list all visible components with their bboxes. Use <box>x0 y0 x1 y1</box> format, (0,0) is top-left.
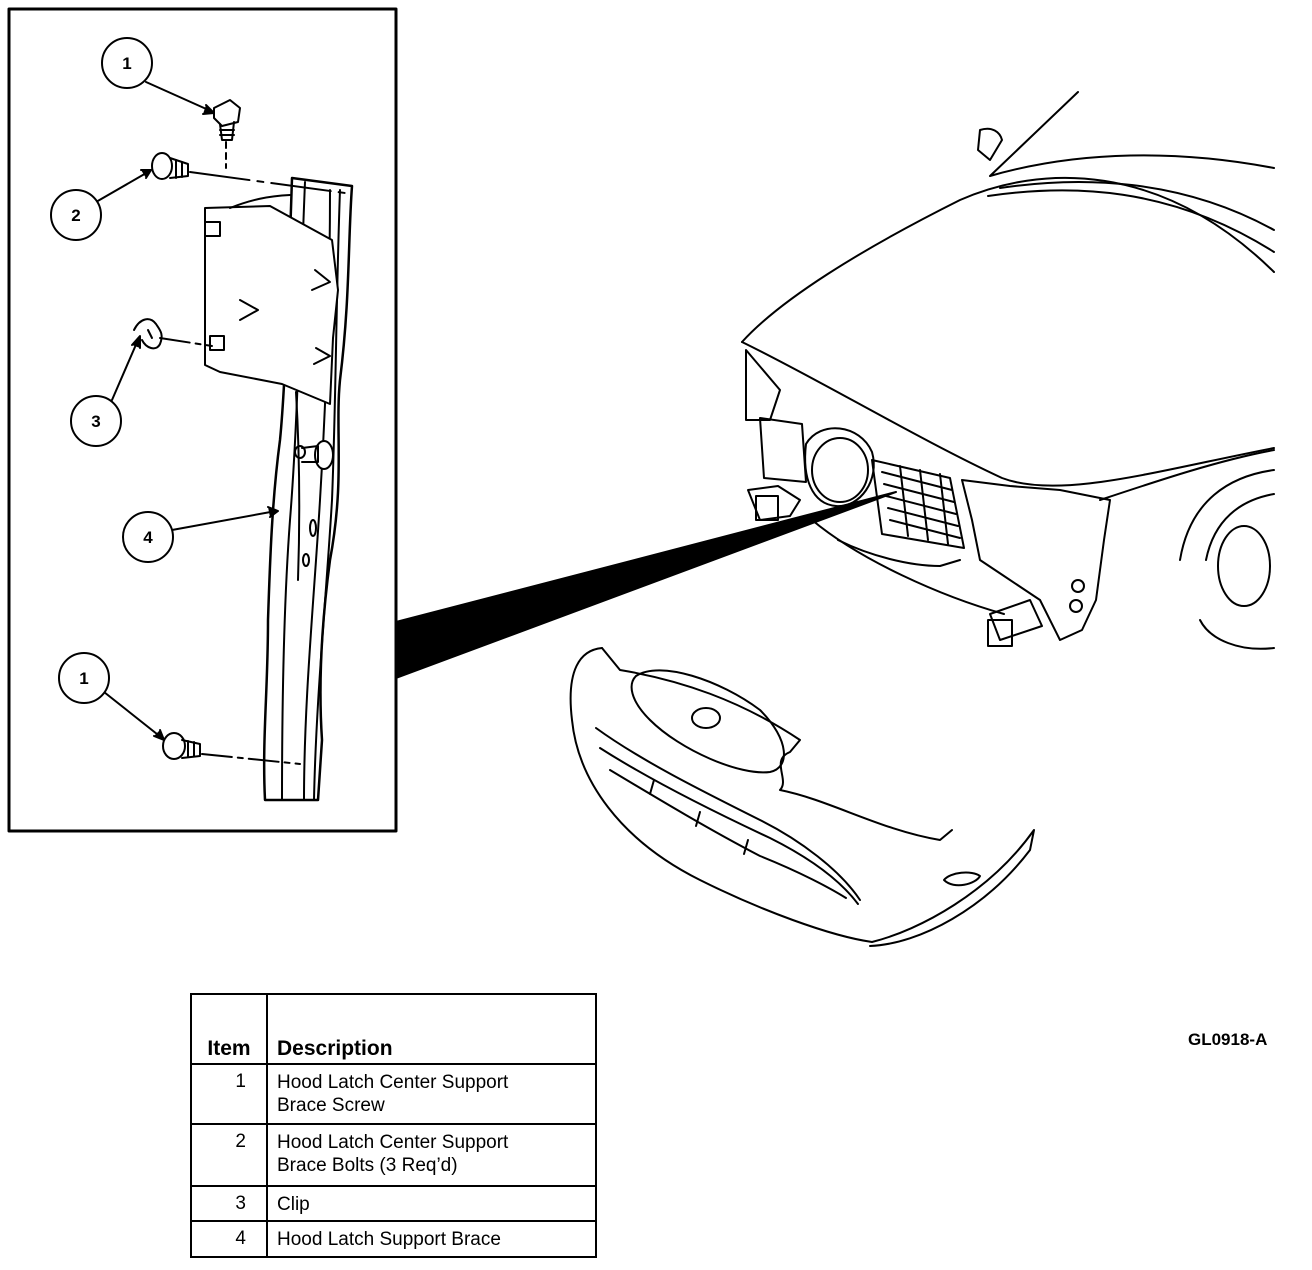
left-frame-rail <box>747 485 801 521</box>
legend-row: 2 Hood Latch Center Support Brace Bolts … <box>190 1123 597 1187</box>
legend-item-description: Hood Latch Center Support Brace Bolts (3… <box>266 1123 597 1187</box>
legend-item-description: Hood Latch Center Support Brace Screw <box>266 1063 597 1125</box>
legend-item-number: 4 <box>190 1220 268 1258</box>
support-bracket-plate <box>204 194 339 405</box>
callout-4-label: 4 <box>143 528 153 547</box>
legend-desc-line: Hood Latch Center Support <box>277 1072 509 1093</box>
fender <box>1099 449 1275 501</box>
callout-2-label: 2 <box>71 206 80 225</box>
legend-table: Item Description 1 Hood Latch Center Sup… <box>190 993 597 1258</box>
right-bracket <box>961 479 1111 641</box>
hood <box>741 176 1275 343</box>
legend-header-row: Item Description <box>190 993 597 1065</box>
screw-top <box>213 99 241 169</box>
legend-item-description: Hood Latch Support Brace <box>266 1220 597 1258</box>
callout-1-bottom <box>58 652 110 704</box>
callout-1-bottom-label: 1 <box>79 669 88 688</box>
legend-header-description: Description <box>266 993 597 1065</box>
detail-pointer <box>395 491 897 679</box>
callout-3 <box>70 395 122 447</box>
bolt-lower <box>162 732 301 765</box>
callout-4 <box>122 511 174 563</box>
callout-circles <box>50 37 174 704</box>
legend-row: 4 Hood Latch Support Brace <box>190 1220 597 1258</box>
legend-header-item: Item <box>190 993 268 1065</box>
front-bumper-cover <box>569 647 1035 947</box>
detail-frame <box>7 7 398 833</box>
legend-row: 3 Clip <box>190 1185 597 1222</box>
front-wheel <box>1179 469 1275 561</box>
legend-desc-line: Hood Latch Center Support <box>277 1132 509 1153</box>
legend-item-description: Clip <box>266 1185 597 1222</box>
clip <box>133 318 213 350</box>
legend-desc-line: Brace Bolts (3 Req’d) <box>277 1155 458 1176</box>
legend-item-number: 1 <box>190 1063 268 1125</box>
legend-desc-line: Hood Latch Support Brace <box>277 1229 501 1250</box>
callout-leaders <box>95 81 279 741</box>
legend-row: 1 Hood Latch Center Support Brace Screw <box>190 1063 597 1125</box>
legend-item-number: 2 <box>190 1123 268 1187</box>
figure-id: GL0918-A <box>1188 1030 1268 1049</box>
callout-1-top-label: 1 <box>122 54 131 73</box>
grille <box>871 459 965 549</box>
callout-2 <box>50 189 102 241</box>
legend-item-number: 3 <box>190 1185 268 1222</box>
callout-1-top <box>101 37 153 89</box>
bolt-upper <box>151 152 346 194</box>
legend-desc-line: Clip <box>277 1194 310 1215</box>
stud-nut <box>301 440 334 470</box>
callout-3-label: 3 <box>91 412 100 431</box>
legend-desc-line: Brace Screw <box>277 1095 385 1116</box>
car-front <box>741 91 1275 650</box>
headlamp <box>804 427 875 508</box>
